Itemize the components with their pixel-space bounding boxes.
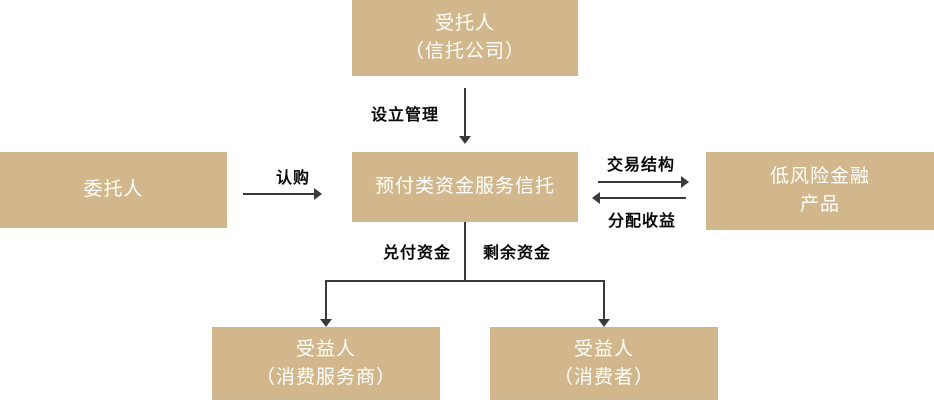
arrow-right-icon: [681, 176, 689, 188]
edge-label-transaction-structure: 交易结构: [607, 157, 676, 174]
node-product-line2: 产品: [799, 194, 840, 215]
node-beneficiary-provider-line2: （消费服务商）: [255, 366, 396, 388]
node-product: 低风险金融 产品: [706, 152, 934, 230]
connector-to-beneficiary-provider: [325, 280, 327, 321]
arrow-right-icon: [314, 188, 322, 200]
connector-to-beneficiary-consumer: [603, 280, 605, 321]
node-trust: 预付类资金服务信托: [352, 152, 578, 222]
node-beneficiary-provider-line1: 受益人: [295, 338, 356, 360]
arrow-down-icon: [320, 319, 332, 327]
connector-trust-down: [464, 222, 466, 282]
arrow-down-icon: [598, 319, 610, 327]
arrow-left-icon: [592, 192, 600, 204]
connector-split: [325, 280, 605, 282]
edge-label-redeem-funds: 兑付资金: [383, 245, 452, 262]
connector-trust-to-product: [598, 181, 684, 183]
arrow-down-icon: [459, 136, 471, 144]
node-product-line1: 低风险金融: [769, 166, 870, 188]
connector-settlor-to-trust: [243, 193, 317, 195]
connector-product-to-trust: [600, 197, 686, 199]
node-trust-label: 预付类资金服务信托: [374, 176, 555, 198]
node-trustee-line2: （信托公司）: [404, 41, 525, 62]
edge-label-establish-manage: 设立管理: [371, 107, 440, 124]
node-settlor: 委托人: [0, 152, 227, 228]
node-trustee-line1: 受托人: [434, 13, 495, 35]
edge-label-subscribe: 认购: [276, 170, 311, 187]
edge-label-distribute-returns: 分配收益: [608, 213, 677, 230]
connector-trustee-to-trust: [464, 88, 466, 137]
node-settlor-label: 委托人: [83, 179, 144, 201]
node-trustee: 受托人 （信托公司）: [352, 0, 578, 76]
node-beneficiary-consumer: 受益人 （消费者）: [490, 327, 718, 400]
node-beneficiary-consumer-line1: 受益人: [573, 338, 634, 360]
node-beneficiary-consumer-line2: （消费者）: [553, 366, 654, 388]
node-beneficiary-provider: 受益人 （消费服务商）: [212, 327, 440, 400]
edge-label-remaining-funds: 剩余资金: [483, 245, 552, 262]
